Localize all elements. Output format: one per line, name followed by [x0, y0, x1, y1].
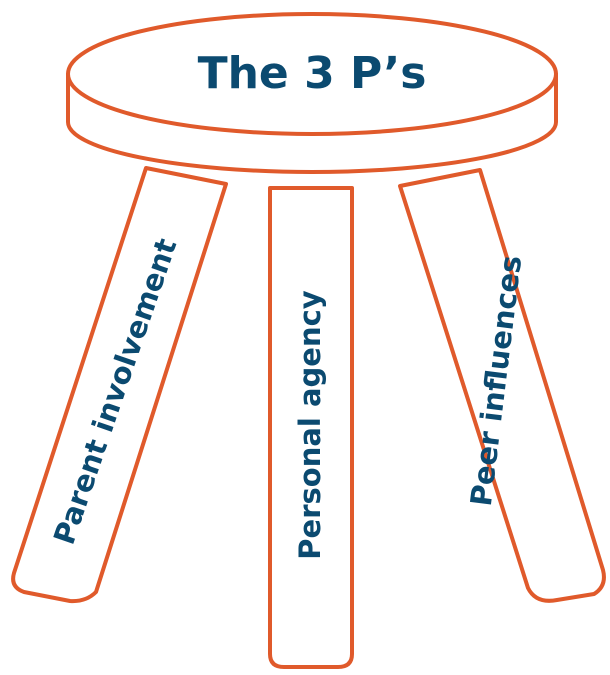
- left-leg-shape: [11, 166, 228, 604]
- left-leg: Parent involvement: [11, 166, 228, 604]
- right-leg: Peer influences: [398, 168, 606, 603]
- middle-leg-label: Personal agency: [293, 290, 327, 559]
- seat-top: [66, 12, 558, 136]
- right-leg-shape: [398, 168, 606, 603]
- middle-leg-shape: [268, 186, 354, 669]
- stool-seat: The 3 P’s: [66, 12, 558, 174]
- stool-title: The 3 P’s: [198, 48, 427, 99]
- middle-leg: Personal agency: [268, 186, 354, 669]
